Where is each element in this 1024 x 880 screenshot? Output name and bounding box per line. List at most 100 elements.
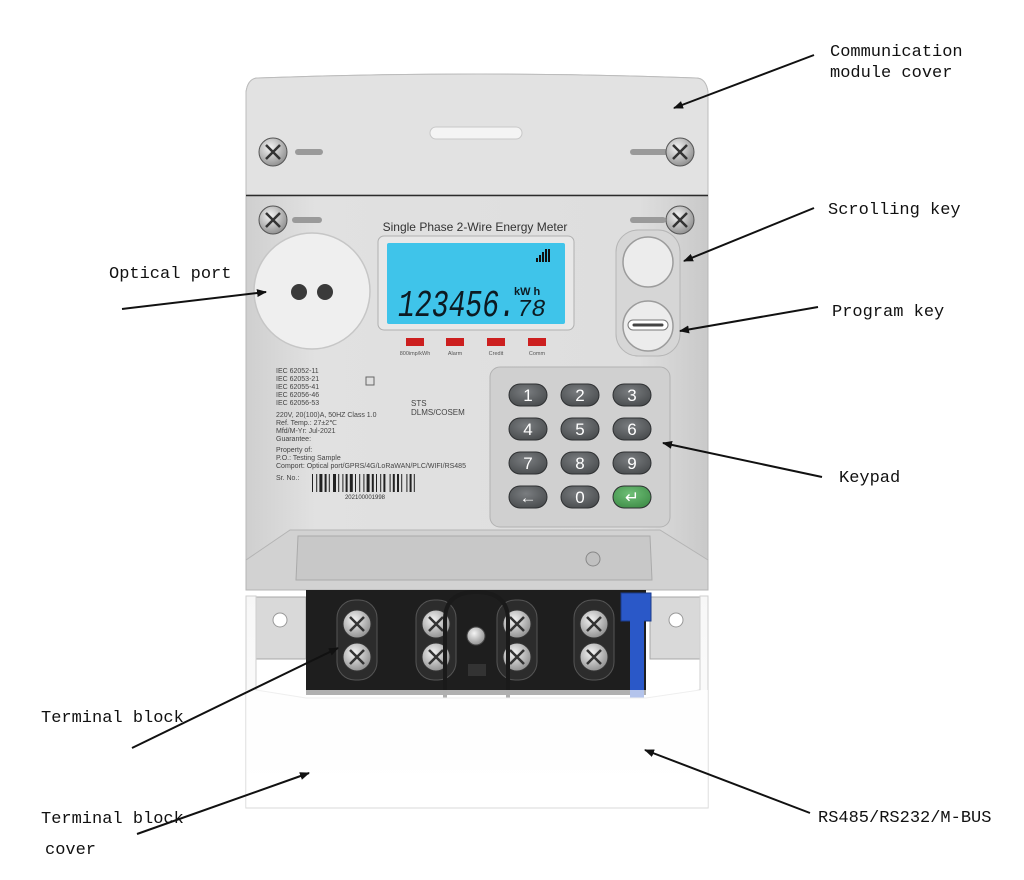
rating: 220V, 20(100)A, 50HZ Class 1.0 xyxy=(276,412,377,419)
keypad-key-4[interactable]: 4 xyxy=(508,417,548,441)
led-comm xyxy=(528,338,546,346)
screw-top-left xyxy=(258,137,288,167)
keypad-key-11[interactable]: 0 xyxy=(560,485,600,509)
arrow-communication-module-cover xyxy=(673,54,815,109)
keypad-key-3[interactable]: 3 xyxy=(612,383,652,407)
callout-terminal-block-cover: Terminal block cover xyxy=(41,804,184,866)
barcode-bar xyxy=(389,474,391,492)
serial-number: 202100001998 xyxy=(345,495,386,501)
led-label-comm: Comm xyxy=(529,351,546,357)
arrow-program-key xyxy=(679,306,819,334)
lcd-display: 123456. 78 kW h xyxy=(377,235,575,331)
callout-scrolling-key: Scrolling key xyxy=(828,201,961,220)
keypad-key-label: 2 xyxy=(575,386,584,405)
program-key[interactable] xyxy=(622,300,674,352)
led-label-imp: 800imp/kWh xyxy=(400,351,431,357)
callout-keypad: Keypad xyxy=(839,469,901,488)
screw-mid-left xyxy=(258,205,322,235)
arrow-optical-port xyxy=(121,289,267,310)
comport: Comport: Optical port/GPRS/4G/LoRaWAN/PL… xyxy=(276,463,466,470)
led-alarm xyxy=(446,338,464,346)
barcode-bar xyxy=(324,474,327,492)
led-label-alarm: Alarm xyxy=(448,351,463,357)
screw-mid-right xyxy=(630,205,695,235)
arrow-keypad xyxy=(662,440,823,478)
barcode-bar xyxy=(383,474,386,492)
keypad-key-6[interactable]: 6 xyxy=(612,417,652,441)
keypad-key-10[interactable]: ← xyxy=(508,485,548,509)
led-label-credit: Credit xyxy=(489,351,504,357)
lcd-decimal-reading: 78 xyxy=(517,297,546,324)
barcode-bar xyxy=(355,474,356,492)
guarantee: Guarantee: xyxy=(276,436,311,443)
keypad-key-label: ↵ xyxy=(625,488,639,507)
keypad-key-8[interactable]: 8 xyxy=(560,451,600,475)
serial-label: Sr. No.: xyxy=(276,475,299,482)
lcd-unit: kW h xyxy=(514,286,541,298)
terminal-4 xyxy=(573,599,615,681)
ref-temp: Ref. Temp.: 27±2℃ xyxy=(276,420,337,427)
barcode-bar xyxy=(366,474,370,492)
barcode-bar xyxy=(376,474,377,492)
keypad-key-12[interactable]: ↵ xyxy=(612,485,652,509)
standard-2: IEC 62053-21 xyxy=(276,376,319,383)
keypad-key-label: ← xyxy=(520,488,537,507)
barcode-bar xyxy=(371,474,374,492)
arrow-rs485 xyxy=(644,749,811,814)
callout-comm-line2: module cover xyxy=(830,64,953,83)
keypad-key-7[interactable]: 7 xyxy=(508,451,548,475)
keypad-key-5[interactable]: 5 xyxy=(560,417,600,441)
keypad-key-label: 5 xyxy=(575,420,584,439)
barcode-bar xyxy=(312,474,313,492)
arrow-terminal-block xyxy=(131,647,339,749)
callout-arrows xyxy=(121,54,823,835)
arrow-terminal-block-cover xyxy=(136,772,310,835)
barcode-bar xyxy=(401,474,403,492)
seal-loop xyxy=(443,589,510,722)
serial-barcode xyxy=(312,474,415,492)
keypad-key-label: 0 xyxy=(575,488,584,507)
protocol-dlms: DLMS/COSEM xyxy=(411,408,465,417)
barcode-bar xyxy=(345,474,348,492)
indicator-leds: 800imp/kWh Alarm Credit Comm xyxy=(400,338,546,357)
barcode-bar xyxy=(413,474,415,492)
barcode-bar xyxy=(406,474,408,492)
communication-module-cover xyxy=(245,73,709,197)
standard-4: IEC 62056-46 xyxy=(276,392,319,399)
small-square-mark xyxy=(365,376,375,386)
callout-optical-port: Optical port xyxy=(109,265,232,284)
barcode-bar xyxy=(363,474,365,492)
keypad-key-label: 3 xyxy=(627,386,636,405)
arrow-scrolling-key xyxy=(683,207,815,262)
mfd-date: Mfd/M-Yr: Jul-2021 xyxy=(276,428,336,435)
standard-5: IEC 62056-53 xyxy=(276,400,319,407)
barcode-bar xyxy=(342,474,344,492)
terminal-block-cover xyxy=(245,595,709,809)
keypad-key-9[interactable]: 9 xyxy=(612,451,652,475)
screw-top-right xyxy=(665,137,695,167)
barcode-bar xyxy=(333,474,336,492)
nameplate: IEC 62052-11 IEC 62053-21 IEC 62055-41 I… xyxy=(276,368,466,482)
keypad-key-label: 1 xyxy=(523,386,532,405)
callout-terminal-block: Terminal block xyxy=(41,709,184,728)
keypad-key-label: 8 xyxy=(575,454,584,473)
scrolling-key[interactable] xyxy=(622,236,674,288)
barcode-bar xyxy=(392,474,395,492)
po-number: P.O.: Testing Sample xyxy=(276,455,341,462)
barcode-bar xyxy=(338,474,340,492)
callout-rs485: RS485/RS232/M-BUS xyxy=(818,809,992,828)
keypad-key-1[interactable]: 1 xyxy=(508,383,548,407)
meter-title: Single Phase 2-Wire Energy Meter xyxy=(383,220,568,234)
barcode-bar xyxy=(359,474,361,492)
signal-strength-icon xyxy=(536,249,550,262)
terminal-1 xyxy=(336,599,378,681)
led-imp xyxy=(406,338,424,346)
barcode-bar xyxy=(316,474,318,492)
terminal-2 xyxy=(415,599,457,681)
keypad-key-2[interactable]: 2 xyxy=(560,383,600,407)
keypad-key-label: 9 xyxy=(627,454,636,473)
callout-program-key: Program key xyxy=(832,303,945,322)
optical-port xyxy=(253,232,371,350)
callout-tbc-line2: cover xyxy=(45,841,97,860)
